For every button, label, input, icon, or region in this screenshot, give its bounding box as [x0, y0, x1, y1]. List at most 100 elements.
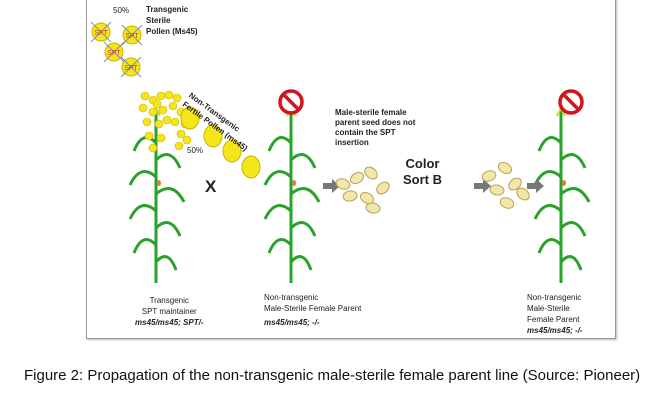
label-line: Male-Sterile Female Parent — [264, 304, 362, 313]
fertile-pollen-grain — [203, 124, 223, 148]
leaf — [154, 255, 178, 271]
pollen-grain — [138, 103, 148, 113]
label-line: Pollen (Ms45) — [146, 27, 198, 36]
seed-note: Male-sterile female parent seed does not… — [335, 108, 415, 148]
leaf — [559, 153, 587, 169]
label-line: SPT maintainer — [141, 307, 197, 316]
leaf — [132, 238, 158, 254]
leaf — [560, 187, 591, 203]
seed — [349, 171, 365, 185]
leaf — [154, 221, 182, 237]
sterile-pollen-grain: SPT — [120, 56, 142, 78]
arrow-icon — [527, 179, 544, 193]
label-line: Transgenic — [149, 296, 189, 305]
label-line: Female Parent — [527, 315, 580, 324]
cross-line — [121, 24, 143, 46]
leaf — [263, 204, 293, 220]
grain-tag: SPT — [124, 65, 138, 72]
label-line: Color — [405, 156, 440, 171]
note-line: Male-sterile female — [335, 108, 407, 117]
silk — [292, 180, 296, 186]
figure-illustration: SPT SPT SPT SPT — [90, 21, 591, 283]
sterile-pollen-grain: SPT — [90, 21, 112, 43]
figure-caption: Figure 2: Propagation of the non-transge… — [24, 367, 641, 384]
plant-maintainer — [128, 107, 186, 283]
seed — [365, 202, 381, 214]
sterile-pollen-grain: SPT — [121, 24, 143, 46]
pollen-grain — [176, 129, 186, 139]
sterile-pollen-grain: SPT — [103, 41, 125, 63]
label-line: Transgenic — [146, 5, 189, 14]
plant-sorted-parent — [533, 107, 591, 283]
pollen-grain — [162, 115, 172, 125]
leaf — [289, 153, 317, 169]
no-sign-icon — [278, 89, 304, 115]
seed — [516, 187, 530, 201]
seed — [481, 170, 497, 182]
no-sign-icon — [558, 89, 584, 115]
label-line: Sort B — [403, 172, 442, 187]
seed — [364, 166, 378, 180]
seed — [508, 177, 522, 191]
pollen-grain — [152, 99, 162, 109]
pollen-grain — [168, 101, 178, 111]
leaf — [290, 187, 321, 203]
fertile-pollen-grain — [180, 106, 200, 130]
leaf — [559, 221, 587, 237]
seed — [497, 161, 513, 175]
pollen-grain — [156, 91, 166, 101]
grain-tag: SPT — [107, 50, 121, 57]
fertile-pollen-grain — [241, 155, 261, 179]
plant-label-sorted-parent: Non-transgenic Male-Sterile Female Paren… — [527, 292, 583, 336]
seed — [335, 178, 351, 190]
label-line: Non-transgenic — [264, 293, 319, 302]
grain-tag: SPT — [125, 33, 139, 40]
no-sign-bar — [282, 93, 300, 111]
silk — [157, 180, 161, 186]
leaf — [132, 136, 158, 152]
note-line: contain the SPT — [335, 128, 396, 137]
cross-line — [120, 56, 142, 78]
genotype: ms45/ms45; -/- — [264, 318, 320, 327]
seed — [359, 191, 375, 205]
leaf — [559, 255, 583, 271]
plant-female-parent — [263, 107, 321, 283]
fertile-percent: 50% — [187, 146, 204, 155]
pollen-grain — [170, 117, 180, 127]
leaf — [267, 136, 293, 152]
arrow-icon — [474, 179, 491, 193]
cross-line — [90, 21, 112, 43]
leaf — [263, 170, 293, 186]
pollen-grain — [174, 141, 184, 151]
note-line: parent seed does not — [335, 118, 416, 127]
label-line: Sterile — [146, 16, 171, 25]
cross-line — [103, 41, 125, 63]
label-line: Non-transgenic — [527, 293, 582, 302]
pollen-grain — [140, 91, 150, 101]
genotype: ms45/ms45; -/- — [527, 326, 583, 335]
seed — [342, 190, 358, 202]
note-line: insertion — [335, 138, 369, 147]
sterile-percent: 50% — [113, 6, 130, 15]
pollen-grain — [154, 119, 164, 129]
cross-symbol: X — [205, 177, 217, 196]
leaf — [289, 255, 313, 271]
figure-panel: SPT SPT SPT SPT 50% Transgenic Sterile Poll… — [86, 0, 616, 339]
pollen-grain — [144, 131, 154, 141]
leaf — [289, 221, 317, 237]
pollen-grain — [182, 135, 192, 145]
leaf — [537, 136, 563, 152]
leaf — [128, 204, 158, 220]
pollen-grain — [156, 133, 166, 143]
seed — [376, 181, 390, 195]
sterile-pollen-label: Transgenic Sterile Pollen (Ms45) — [146, 4, 198, 37]
genotype: ms45/ms45; SPT/- — [135, 318, 204, 327]
pollen-grain — [164, 90, 174, 100]
label-line: Male-Sterile — [527, 304, 570, 313]
pollen-grain — [148, 143, 158, 153]
seed — [499, 197, 515, 209]
pollen-grain — [172, 93, 182, 103]
grain-tag: SPT — [94, 30, 108, 37]
color-sort-label: Color Sort B — [403, 156, 442, 188]
no-sign-bar — [562, 93, 580, 111]
